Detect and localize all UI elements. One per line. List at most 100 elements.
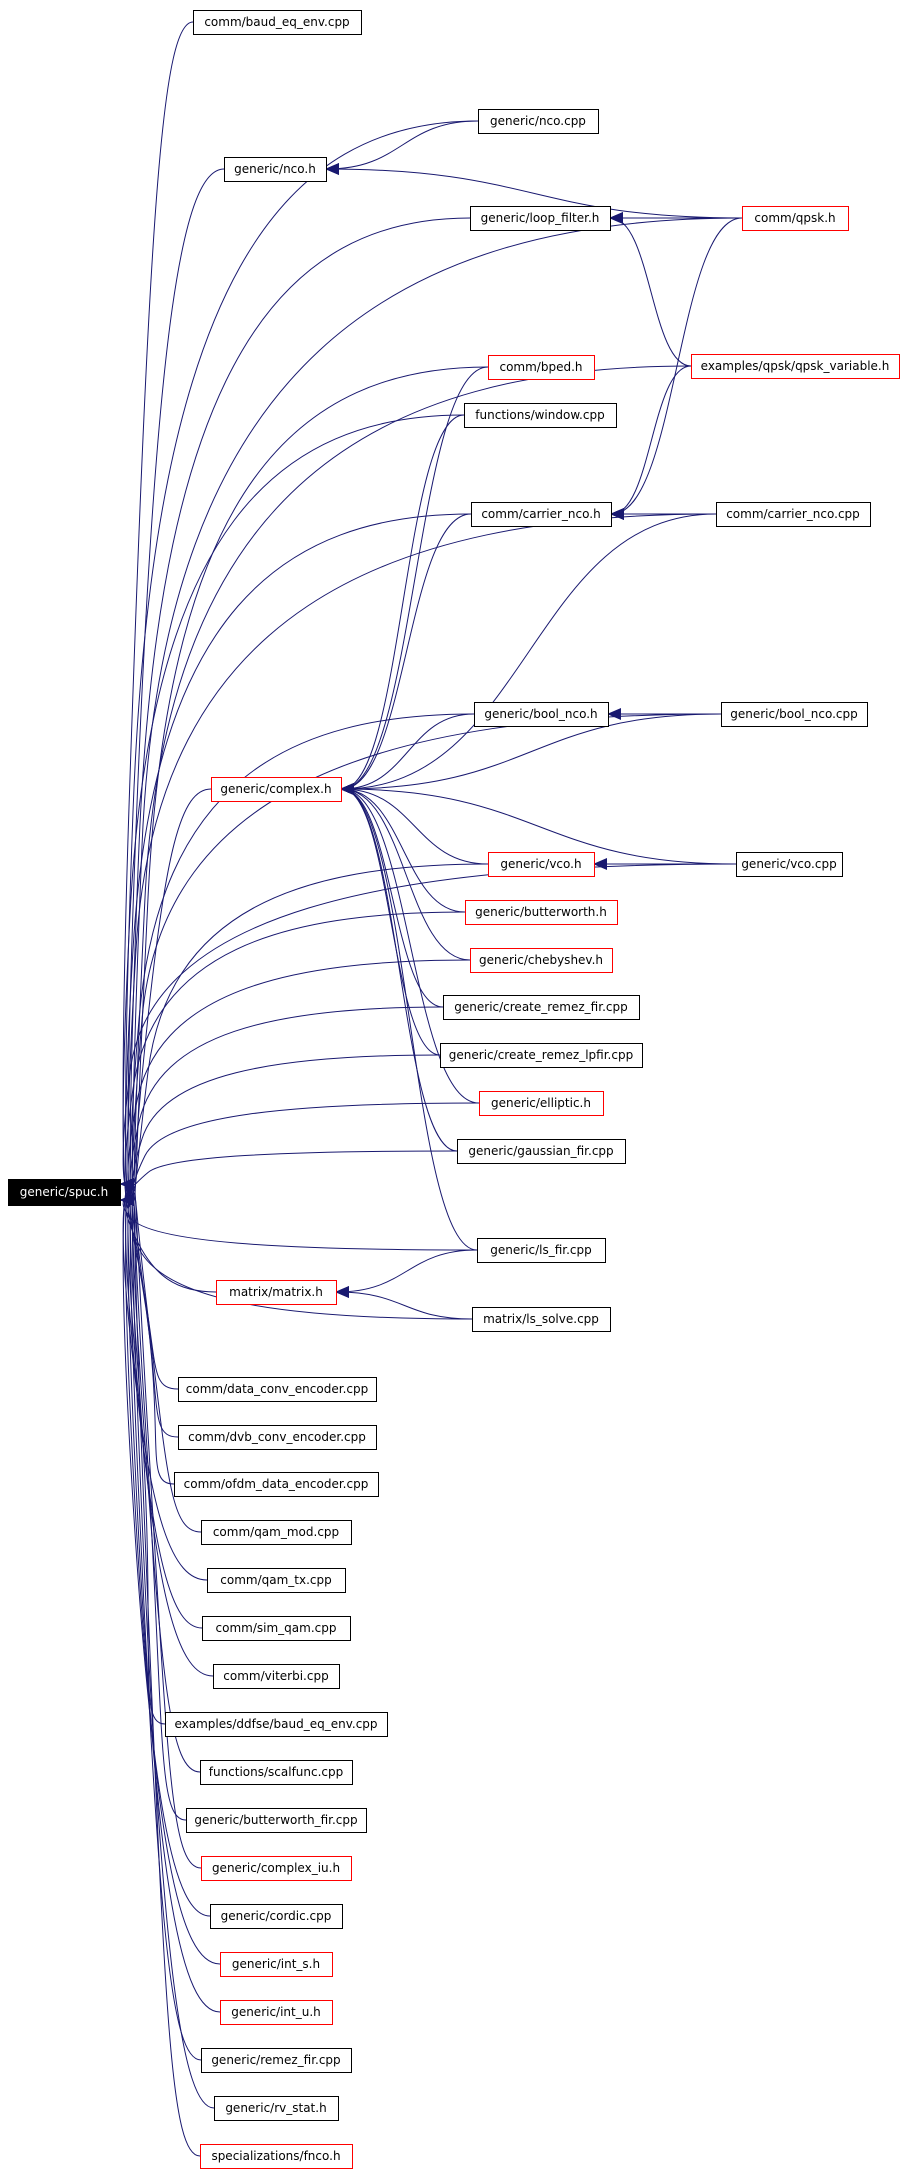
node-data-conv-encoder-cpp[interactable]: comm/data_conv_encoder.cpp bbox=[178, 1377, 377, 1402]
node-elliptic-h[interactable]: generic/elliptic.h bbox=[479, 1091, 604, 1116]
node-label: generic/rv_stat.h bbox=[225, 2101, 326, 2115]
node-box bbox=[202, 1616, 351, 1641]
edge-vco-h-to-root bbox=[120, 863, 489, 1192]
node-create-remez-lpfir-cpp[interactable]: generic/create_remez_lpfir.cpp bbox=[440, 1043, 643, 1068]
edge-qpsk-variable-h-to-carrier-nco-h bbox=[610, 365, 692, 520]
node-remez-fir-cpp[interactable]: generic/remez_fir.cpp bbox=[201, 2048, 352, 2073]
edge-ls-fir-cpp-to-root bbox=[120, 1193, 478, 1251]
edge-bool-nco-cpp-to-complex-h bbox=[340, 713, 722, 795]
node-matrix-h[interactable]: matrix/matrix.h bbox=[216, 1280, 337, 1305]
edge-gaussian-fir-cpp-to-root bbox=[120, 1150, 458, 1191]
node-bped-h[interactable]: comm/bped.h bbox=[488, 355, 595, 380]
node-label: examples/qpsk/qpsk_variable.h bbox=[701, 359, 890, 373]
node-dvb-conv-encoder-cpp[interactable]: comm/dvb_conv_encoder.cpp bbox=[178, 1425, 377, 1450]
node-label: comm/data_conv_encoder.cpp bbox=[186, 1382, 368, 1396]
node-box bbox=[488, 852, 595, 877]
node-box bbox=[479, 1091, 604, 1116]
node-box bbox=[211, 777, 342, 802]
node-bool-nco-cpp[interactable]: generic/bool_nco.cpp bbox=[721, 702, 868, 727]
edge-vco-h-to-complex-h bbox=[340, 783, 489, 865]
node-label: generic/spuc.h bbox=[20, 1185, 108, 1199]
edge-gaussian-fir-cpp-to-complex-h bbox=[340, 783, 458, 1152]
node-qam-tx-cpp[interactable]: comm/qam_tx.cpp bbox=[207, 1568, 346, 1593]
node-cordic-cpp[interactable]: generic/cordic.cpp bbox=[210, 1904, 343, 1929]
node-box bbox=[213, 1664, 340, 1689]
node-label: examples/ddfse/baud_eq_env.cpp bbox=[174, 1717, 377, 1731]
node-window-cpp[interactable]: functions/window.cpp bbox=[464, 403, 617, 428]
edge-bool-nco-h-to-complex-h bbox=[340, 713, 475, 795]
node-label: comm/carrier_nco.cpp bbox=[726, 507, 860, 521]
node-vco-h[interactable]: generic/vco.h bbox=[488, 852, 595, 877]
node-gaussian-fir-cpp[interactable]: generic/gaussian_fir.cpp bbox=[457, 1139, 626, 1164]
node-qpsk-h[interactable]: comm/qpsk.h bbox=[742, 206, 849, 231]
node-scalfunc-cpp[interactable]: functions/scalfunc.cpp bbox=[200, 1760, 353, 1785]
edge-carrier-nco-h-to-complex-h bbox=[340, 513, 472, 795]
node-box bbox=[220, 1952, 333, 1977]
node-int-u-h[interactable]: generic/int_u.h bbox=[220, 2000, 333, 2025]
node-fnco-h[interactable]: specializations/fnco.h bbox=[200, 2144, 353, 2169]
node-nco-h[interactable]: generic/nco.h bbox=[224, 157, 327, 182]
node-rv-stat-h[interactable]: generic/rv_stat.h bbox=[214, 2096, 339, 2121]
node-int-s-h[interactable]: generic/int_s.h bbox=[220, 1952, 333, 1977]
node-butterworth-fir-cpp[interactable]: generic/butterworth_fir.cpp bbox=[186, 1808, 367, 1833]
node-bool-nco-h[interactable]: generic/bool_nco.h bbox=[474, 702, 609, 727]
node-box bbox=[472, 1307, 611, 1332]
node-carrier-nco-h[interactable]: comm/carrier_nco.h bbox=[471, 502, 612, 527]
edge-ls-fir-cpp-to-matrix-h bbox=[335, 1249, 478, 1298]
node-label: comm/qpsk.h bbox=[754, 211, 835, 225]
node-ddfse-baud-eq-env-cpp[interactable]: examples/ddfse/baud_eq_env.cpp bbox=[165, 1712, 388, 1737]
node-sim-qam-cpp[interactable]: comm/sim_qam.cpp bbox=[202, 1616, 351, 1641]
node-label: comm/sim_qam.cpp bbox=[216, 1621, 337, 1635]
node-baud-eq-env-cpp[interactable]: comm/baud_eq_env.cpp bbox=[193, 10, 362, 35]
node-loop-filter-h[interactable]: generic/loop_filter.h bbox=[470, 206, 611, 231]
node-label: generic/gaussian_fir.cpp bbox=[468, 1144, 613, 1158]
node-box bbox=[474, 702, 609, 727]
node-ofdm-data-encoder-cpp[interactable]: comm/ofdm_data_encoder.cpp bbox=[174, 1472, 379, 1497]
node-vco-cpp[interactable]: generic/vco.cpp bbox=[736, 852, 843, 877]
node-label: comm/carrier_nco.h bbox=[481, 507, 600, 521]
edge-create-remez-lpfir-cpp-to-root bbox=[120, 1054, 441, 1191]
node-box bbox=[742, 206, 849, 231]
node-label: generic/chebyshev.h bbox=[479, 953, 603, 967]
node-carrier-nco-cpp[interactable]: comm/carrier_nco.cpp bbox=[716, 502, 871, 527]
node-qam-mod-cpp[interactable]: comm/qam_mod.cpp bbox=[201, 1520, 352, 1545]
node-box bbox=[224, 157, 327, 182]
node-label: generic/complex.h bbox=[220, 782, 331, 796]
node-label: specializations/fnco.h bbox=[211, 2149, 340, 2163]
node-create-remez-fir-cpp[interactable]: generic/create_remez_fir.cpp bbox=[443, 995, 640, 1020]
edge-chebyshev-h-to-complex-h bbox=[340, 783, 471, 961]
node-label: generic/vco.cpp bbox=[741, 857, 836, 871]
node-label: comm/bped.h bbox=[499, 360, 582, 374]
node-label: generic/elliptic.h bbox=[491, 1096, 591, 1110]
edge-elliptic-h-to-root bbox=[120, 1102, 480, 1191]
edge-bped-h-to-complex-h bbox=[340, 366, 489, 795]
node-box bbox=[488, 355, 595, 380]
node-label: generic/complex_iu.h bbox=[212, 1861, 340, 1875]
node-box bbox=[464, 403, 617, 428]
node-label: generic/cordic.cpp bbox=[221, 1909, 332, 1923]
node-ls-fir-cpp[interactable]: generic/ls_fir.cpp bbox=[477, 1238, 606, 1263]
node-viterbi-cpp[interactable]: comm/viterbi.cpp bbox=[213, 1664, 340, 1689]
node-label: generic/butterworth_fir.cpp bbox=[194, 1813, 357, 1827]
node-complex-iu-h[interactable]: generic/complex_iu.h bbox=[201, 1856, 352, 1881]
edge-butterworth-h-to-complex-h bbox=[340, 783, 466, 913]
node-complex-h[interactable]: generic/complex.h bbox=[211, 777, 342, 802]
node-label: matrix/ls_solve.cpp bbox=[483, 1312, 599, 1326]
edge-qpsk-variable-h-to-loop-filter-h bbox=[609, 212, 692, 367]
node-box bbox=[716, 502, 871, 527]
node-label: functions/window.cpp bbox=[475, 408, 604, 422]
node-box bbox=[471, 502, 612, 527]
node-nco-cpp[interactable]: generic/nco.cpp bbox=[478, 109, 599, 134]
node-box bbox=[220, 2000, 333, 2025]
edge-carrier-nco-h-to-root bbox=[120, 513, 472, 1199]
node-chebyshev-h[interactable]: generic/chebyshev.h bbox=[470, 948, 613, 973]
node-butterworth-h[interactable]: generic/butterworth.h bbox=[465, 900, 618, 925]
edge-nco-cpp-to-nco-h bbox=[325, 120, 479, 175]
edge-qpsk-h-to-carrier-nco-h bbox=[610, 217, 743, 520]
node-label: functions/scalfunc.cpp bbox=[209, 1765, 344, 1779]
edge-remez-fir-cpp-to-root bbox=[120, 1181, 202, 2061]
node-ls-solve-cpp[interactable]: matrix/ls_solve.cpp bbox=[472, 1307, 611, 1332]
node-qpsk-variable-h[interactable]: examples/qpsk/qpsk_variable.h bbox=[691, 354, 900, 379]
node-box bbox=[721, 702, 868, 727]
root-node-spuc-h[interactable]: generic/spuc.h bbox=[8, 1179, 121, 1206]
